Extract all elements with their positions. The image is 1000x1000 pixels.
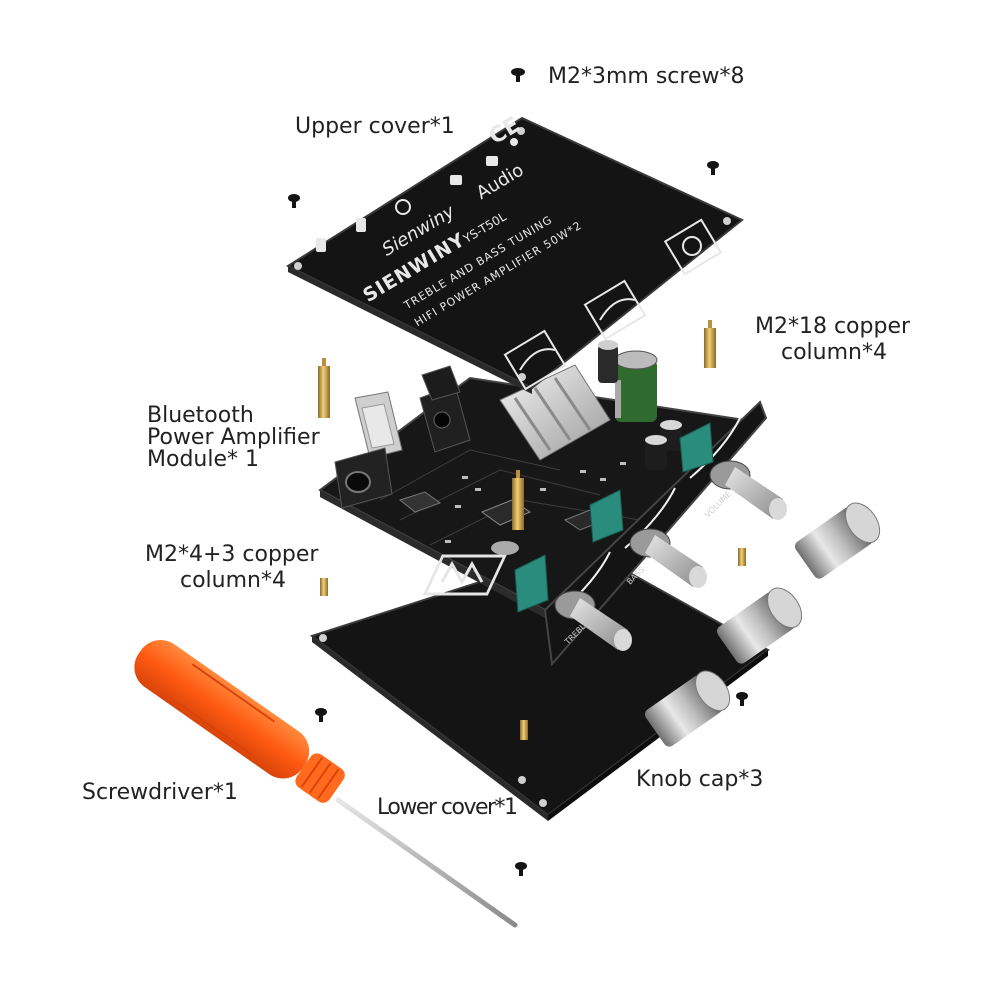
potentiometer-bodies <box>514 422 714 613</box>
label-module: Bluetooth Power Amplifier Module* 1 <box>147 405 347 471</box>
antenna-trace <box>422 554 507 596</box>
copper-column-short-set <box>320 548 746 596</box>
screwdriver <box>134 640 518 928</box>
usb-port <box>354 391 403 459</box>
bluetooth-amplifier-module: TREBLE BASS VOLUME <box>318 340 787 667</box>
label-copper-4-3: M2*4+3 copper column*4 <box>145 542 345 594</box>
cover-dial-icons <box>503 218 723 391</box>
copper-column-short <box>520 720 528 740</box>
label-module-line1: Bluetooth <box>147 403 254 428</box>
audio-jack <box>334 447 393 509</box>
dc-jack <box>419 384 471 453</box>
knob-cap <box>716 587 803 664</box>
label-lower-cover: Lower cover*1 <box>377 795 518 820</box>
label-copper-18-line2: column*4 <box>781 340 887 365</box>
label-upper-cover: Upper cover*1 <box>295 114 455 139</box>
screws <box>288 68 748 876</box>
label-screw: M2*3mm screw*8 <box>548 64 745 89</box>
label-module-line2: Power Amplifier <box>147 425 320 450</box>
knob-cap <box>644 670 731 747</box>
knob-cap <box>794 502 881 579</box>
label-copper-18-line1: M2*18 copper <box>755 314 911 339</box>
label-screwdriver: Screwdriver*1 <box>82 780 238 805</box>
copper-column-tall <box>318 320 716 530</box>
panel-label-volume: VOLUME <box>703 489 733 519</box>
capacitor-large <box>614 350 658 422</box>
label-copper-18: M2*18 copper column*4 <box>755 314 975 366</box>
knob-caps <box>644 502 881 747</box>
upper-cover: Sienwiny Audio SIENWINY YS-T50L TREBLE A… <box>285 112 744 394</box>
potentiometer-shafts <box>554 460 787 651</box>
capacitor-small <box>598 340 682 470</box>
label-module-line3: Module* 1 <box>147 447 259 472</box>
label-knob: Knob cap*3 <box>636 767 764 792</box>
cover-port-icons <box>316 138 518 252</box>
label-copper-4-3-line2: column*4 <box>180 568 286 593</box>
label-copper-4-3-line1: M2*4+3 copper <box>145 542 319 567</box>
